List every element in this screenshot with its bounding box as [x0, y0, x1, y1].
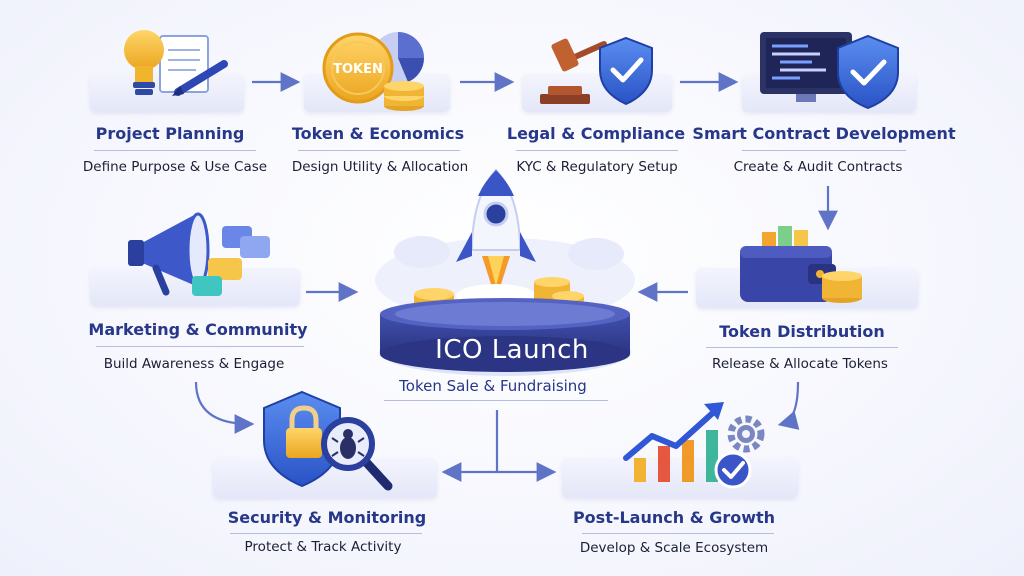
chat-bubbles-icon: [192, 226, 270, 296]
shield-check-icon: [599, 36, 653, 106]
divider: [582, 533, 774, 534]
pen-icon: [172, 60, 228, 96]
step-desc-smart-contract: Create & Audit Contracts: [733, 159, 903, 175]
shield-check-icon: [714, 451, 752, 489]
step-title-security: Security & Monitoring: [227, 508, 427, 527]
divider: [94, 150, 256, 151]
coin-stack-icon: [384, 81, 424, 111]
step-title-smart-contract: Smart Contract Development: [692, 124, 956, 143]
divider: [516, 150, 678, 151]
token-coin-icon: TOKEN: [322, 32, 394, 104]
divider: [384, 400, 608, 401]
ico-launch-title: ICO Launch: [435, 335, 589, 365]
divider: [742, 150, 906, 151]
lightbulb-icon: [124, 30, 164, 95]
step-desc-token-economics: Design Utility & Allocation: [291, 159, 469, 175]
ico-launch-visual: [375, 168, 635, 376]
megaphone-icon: [128, 212, 210, 296]
ico-launch-subtitle: Token Sale & Fundraising: [399, 377, 587, 395]
step-title-token-economics: Token & Economics: [291, 124, 465, 143]
wallet-icon: [740, 226, 836, 302]
step-title-token-distribution: Token Distribution: [719, 322, 885, 341]
step-desc-post-launch: Develop & Scale Ecosystem: [579, 540, 769, 556]
monitor-code-icon: [760, 32, 852, 102]
step-title-project-planning: Project Planning: [95, 124, 245, 143]
divider: [706, 347, 898, 348]
document-icon: [159, 35, 209, 93]
arrow-marketing-to-security: [194, 381, 255, 434]
divider: [298, 150, 460, 151]
magnifier-bug-icon: [321, 417, 393, 491]
gear-icon: [727, 415, 765, 453]
flow-arrows: [194, 72, 838, 482]
step-title-marketing: Marketing & Community: [88, 320, 308, 339]
step-title-post-launch: Post-Launch & Growth: [572, 508, 776, 527]
step-desc-project-planning: Define Purpose & Use Case: [82, 159, 268, 175]
launch-platform: [379, 298, 631, 376]
growth-chart-icon: [623, 402, 724, 482]
gavel-icon: [540, 38, 607, 104]
token-coin-label: TOKEN: [333, 62, 383, 77]
arrow-distribution-to-postlaunch: [777, 381, 800, 430]
step-desc-token-distribution: Release & Allocate Tokens: [712, 356, 888, 372]
divider: [96, 346, 304, 347]
pad-post-launch: [562, 458, 798, 498]
step-desc-marketing: Build Awareness & Engage: [103, 356, 285, 372]
step-title-legal-compliance: Legal & Compliance: [506, 124, 686, 143]
shield-check-icon: [837, 34, 899, 110]
rocket-icon: [456, 168, 536, 300]
divider: [230, 533, 422, 534]
coin-stack-icon: [822, 271, 862, 303]
step-desc-legal-compliance: KYC & Regulatory Setup: [516, 159, 678, 175]
step-desc-security: Protect & Track Activity: [244, 539, 402, 555]
